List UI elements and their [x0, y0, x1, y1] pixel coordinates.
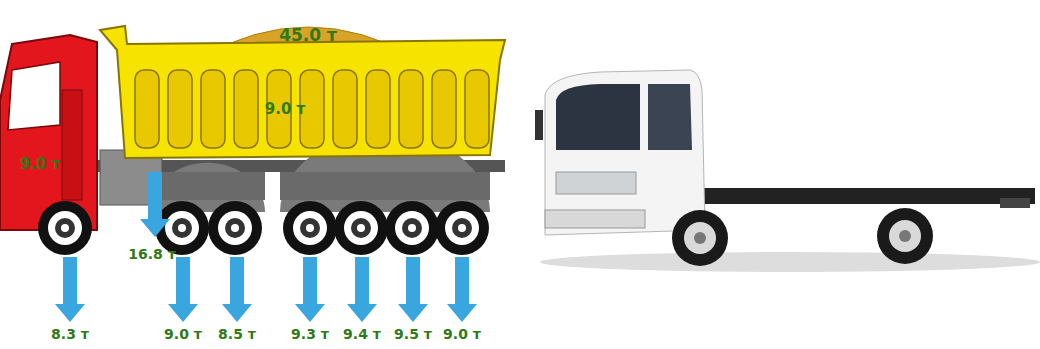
- axle-load: 9.3 т: [291, 326, 329, 342]
- mirror: [535, 110, 543, 140]
- truck-cab-outline: [0, 30, 100, 240]
- wheels: [38, 201, 933, 266]
- shadow: [540, 252, 1040, 272]
- bumper: [545, 210, 645, 228]
- wheel: [385, 201, 439, 255]
- load-value: 9.0 т: [185, 100, 385, 118]
- load-arrow: [55, 257, 85, 322]
- load-arrows: [55, 172, 477, 322]
- load-arrow: [398, 257, 428, 322]
- wheel: [283, 201, 337, 255]
- load-value: 9.0 т: [0, 155, 80, 173]
- trailer-chassis: [95, 133, 505, 212]
- axle-load: 16.8 т: [128, 246, 176, 262]
- cargo-mound-outline: [200, 8, 416, 58]
- mudguard: [280, 133, 490, 212]
- wheel: [38, 201, 92, 255]
- load-arrow: [140, 172, 170, 237]
- cargo-mound: 45.0 т: [200, 8, 416, 58]
- load-arrow: [295, 257, 325, 322]
- load-arrow: [222, 257, 252, 322]
- chassis-rail: [95, 160, 505, 172]
- wheel: [155, 201, 209, 255]
- axle-frame: [150, 172, 265, 200]
- wheel: [208, 201, 262, 255]
- light-truck: [535, 70, 1040, 272]
- trailer-body: 9.0 т: [95, 20, 510, 165]
- side-window: [648, 84, 692, 150]
- trailer-body-outline: [95, 20, 510, 165]
- axle-frame: [280, 172, 490, 200]
- chassis-frame: [690, 188, 1035, 204]
- mudguard: [150, 163, 265, 212]
- wheel: [334, 201, 388, 255]
- axle-load: 8.3 т: [51, 326, 89, 342]
- rear-bar: [1000, 198, 1030, 208]
- windshield: [556, 84, 640, 150]
- truck-cab: 9.0 т: [0, 30, 100, 240]
- load-arrow: [168, 257, 198, 322]
- axle-load: 9.5 т: [394, 326, 432, 342]
- fifth-wheel: [100, 150, 162, 205]
- wheel: [435, 201, 489, 255]
- axle-load: 8.5 т: [218, 326, 256, 342]
- axle-load: 9.0 т: [164, 326, 202, 342]
- load-arrow: [447, 257, 477, 322]
- axle-load: 9.4 т: [343, 326, 381, 342]
- grille: [556, 172, 636, 194]
- wheel: [877, 208, 933, 264]
- wheel: [672, 210, 728, 266]
- load-arrow: [347, 257, 377, 322]
- axle-load: 9.0 т: [443, 326, 481, 342]
- load-value: 45.0 т: [200, 25, 416, 45]
- truck-cab: [545, 70, 705, 235]
